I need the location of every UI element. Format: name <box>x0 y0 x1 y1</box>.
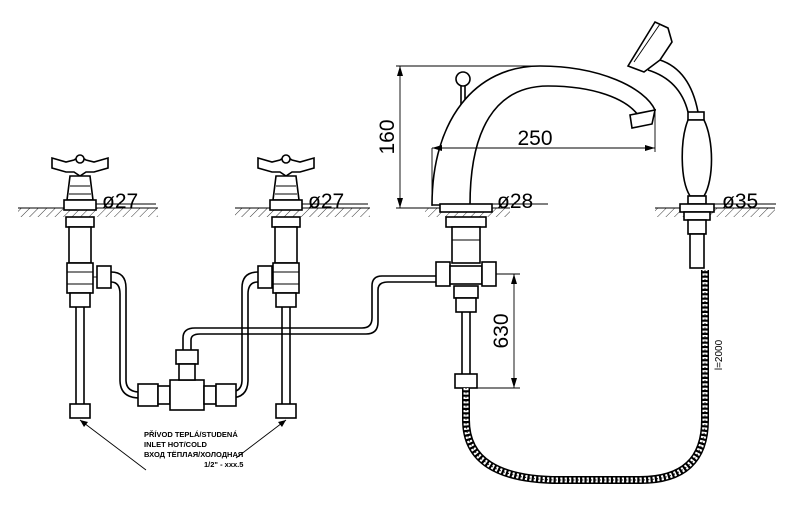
dim-shower-diameter: ø35 <box>722 190 758 213</box>
dim-spout-reach: 250 <box>517 127 552 150</box>
mixing-pipework <box>110 271 436 411</box>
shower-hose <box>462 270 709 484</box>
dim-shower-hose-length: l=2000 <box>714 339 725 370</box>
inlet-note-russian: ВХОД ТЁПЛАЯ/ХОЛОДНАЯ <box>144 450 243 459</box>
spout-assembly <box>431 65 657 389</box>
dim-spout-diameter: ø28 <box>497 190 533 213</box>
dim-left-valve-diameter: ø27 <box>102 190 138 213</box>
dimension-lines <box>79 65 776 471</box>
dim-right-valve-diameter: ø27 <box>308 190 344 213</box>
inlet-note-english: INLET HOT/COLD <box>144 440 207 449</box>
dim-spout-height: 160 <box>376 119 399 154</box>
dim-spout-hose-length: 630 <box>490 313 513 348</box>
deck-surface-shower <box>655 207 775 217</box>
left-cross-handle-valve <box>51 154 112 419</box>
right-cross-handle-valve <box>257 154 315 419</box>
inlet-note-thread: 1/2" - xxx.5 <box>204 460 243 469</box>
inlet-note-czech: PŘÍVOD TEPLÁ/STUDENÁ <box>144 430 238 439</box>
hand-shower <box>626 20 715 269</box>
